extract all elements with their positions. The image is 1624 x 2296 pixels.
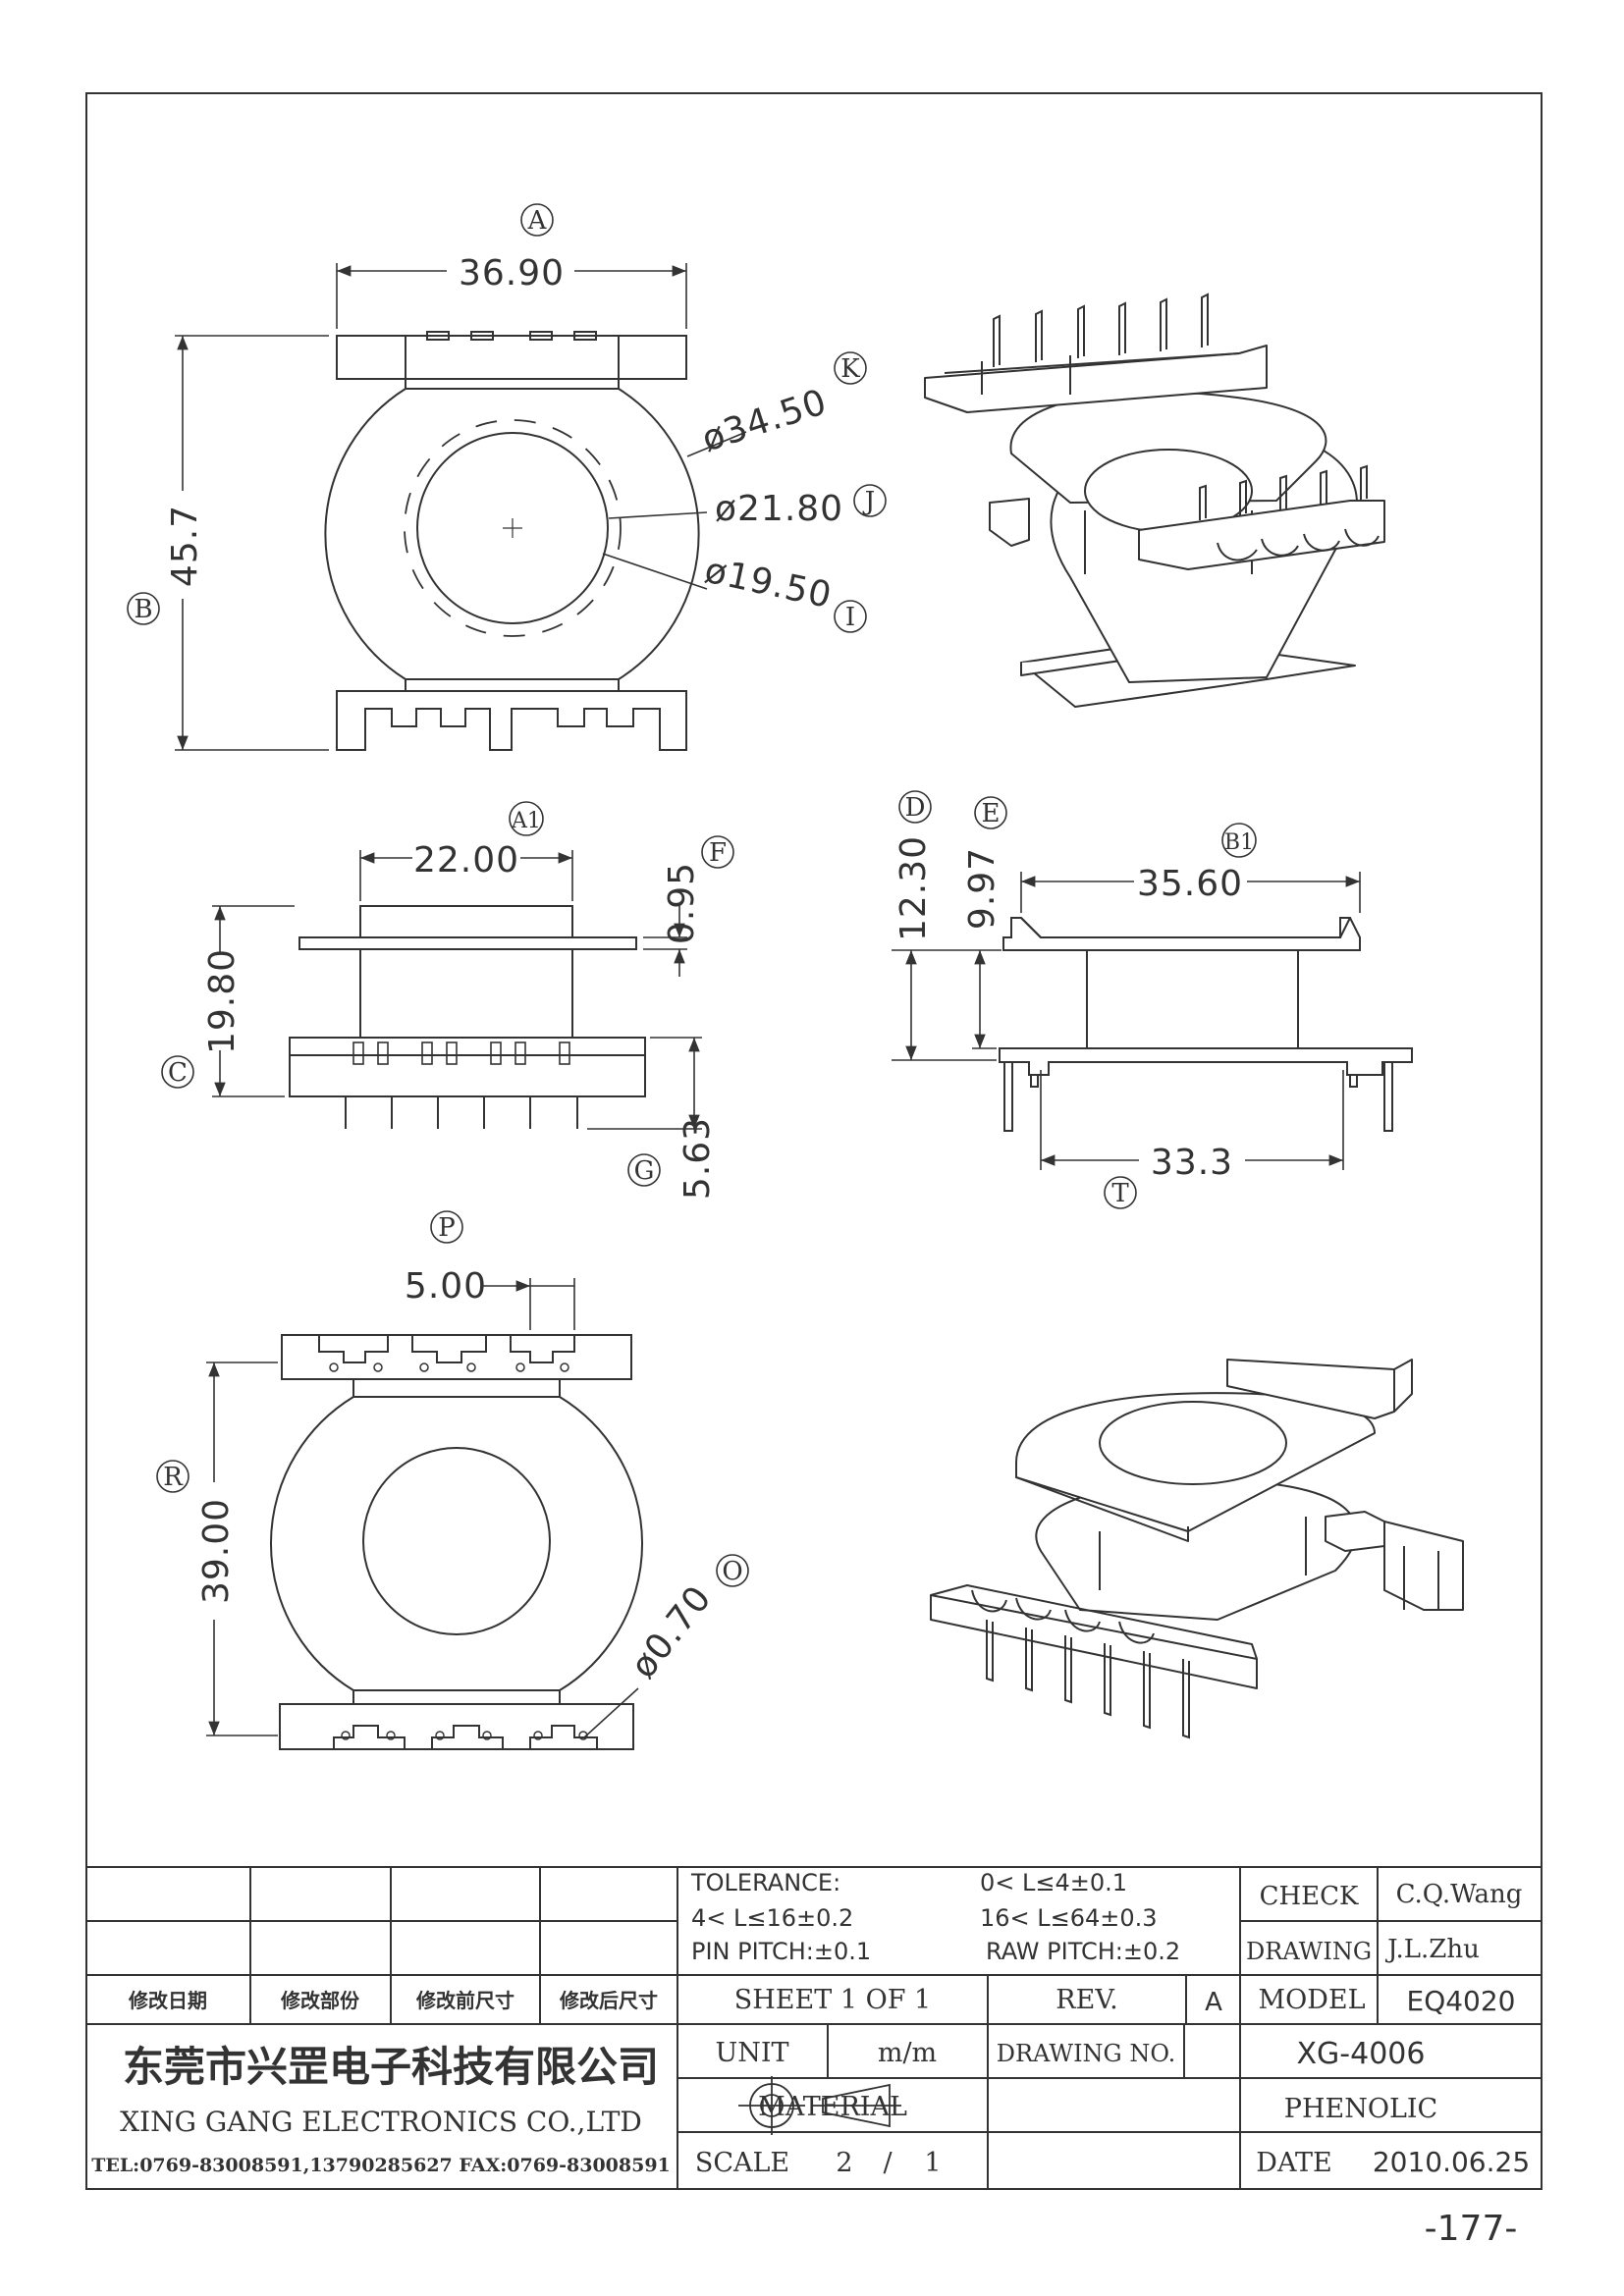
revision-before-label: 修改前尺寸	[415, 1989, 514, 2012]
company-name-en: XING GANG ELECTRONICS CO.,LTD	[120, 2106, 642, 2138]
svg-text:J: J	[862, 487, 875, 516]
bubble-f: F	[701, 835, 734, 869]
bottom-view	[270, 1334, 643, 1750]
drawing-label: DRAWING	[1246, 1938, 1372, 1965]
svg-text:R: R	[163, 1463, 184, 1492]
svg-text:P: P	[438, 1213, 456, 1243]
unit-value: m/m	[878, 2038, 937, 2068]
scale-numerator: 2	[836, 2148, 852, 2178]
dim-a-value: 36.90	[459, 253, 565, 294]
bubble-a: A	[520, 203, 554, 237]
side-view	[999, 917, 1413, 1132]
revision-after-label: 修改后尺寸	[559, 1989, 658, 2012]
scale-separator: /	[883, 2148, 893, 2178]
tolerance-range-3: 16< L≤64±0.3	[980, 1904, 1158, 1932]
projection-symbol-icon	[738, 2076, 901, 2135]
dim-d-value: 12.30	[893, 835, 934, 941]
dim-b-value: 45.7	[165, 505, 205, 587]
dim-b1-value: 35.60	[1137, 864, 1243, 904]
bubble-b1: B1	[1221, 823, 1257, 858]
bubble-e: E	[974, 796, 1007, 829]
company-contact: TEL:0769-83008591,13790285627 FAX:0769-8…	[91, 2155, 671, 2176]
revision-part-label: 修改部份	[280, 1989, 360, 2012]
svg-text:G: G	[634, 1156, 655, 1186]
isometric-view-bottom	[930, 1359, 1464, 1689]
dim-k-value: ø34.50	[697, 382, 832, 460]
tolerance-label: TOLERANCE:	[690, 1869, 840, 1896]
dim-r-value: 39.00	[196, 1498, 237, 1604]
svg-text:C: C	[168, 1058, 188, 1088]
bubble-j: J	[853, 484, 887, 517]
dim-t-value: 33.3	[1151, 1143, 1233, 1183]
svg-text:T: T	[1111, 1179, 1129, 1208]
raw-pitch: RAW PITCH:±0.2	[986, 1938, 1180, 1965]
scale-label: SCALE	[695, 2148, 789, 2178]
bottom-view-dimensions	[206, 1278, 639, 1738]
bubble-o: O	[716, 1554, 749, 1587]
svg-text:A: A	[527, 206, 548, 236]
bubble-d: D	[898, 790, 932, 824]
tolerance-range-1: 0< L≤4±0.1	[980, 1869, 1127, 1896]
model-value: EQ4020	[1407, 1985, 1516, 2017]
drawing-value: J.L.Zhu	[1384, 1935, 1480, 1964]
revision-date-label: 修改日期	[128, 1989, 207, 2012]
date-value: 2010.06.25	[1373, 2146, 1530, 2178]
dim-g-value: 5.63	[677, 1117, 718, 1200]
bubble-a1: A1	[509, 801, 544, 836]
dim-e-value: 9.97	[962, 847, 1002, 930]
svg-text:A1: A1	[511, 809, 541, 833]
isometric-view-top	[924, 345, 1385, 708]
sheet-count: SHEET 1 OF 1	[734, 1985, 931, 2015]
top-view	[324, 331, 700, 751]
drawing-number-label: DRAWING NO.	[997, 2040, 1176, 2067]
dim-p-value: 5.00	[405, 1266, 487, 1307]
material-value: PHENOLIC	[1284, 2094, 1437, 2124]
pin-pitch: PIN PITCH:±0.1	[691, 1938, 871, 1965]
bubble-p: P	[430, 1210, 463, 1244]
title-block-grid	[85, 1866, 1543, 2190]
bubble-g: G	[627, 1153, 661, 1187]
front-view-dimensions	[212, 850, 702, 1130]
dim-j-value: ø21.80	[715, 489, 843, 529]
bubble-i: I	[834, 600, 867, 633]
side-view-dimensions	[892, 872, 1361, 1170]
svg-text:I: I	[845, 603, 855, 632]
front-view	[289, 905, 646, 1129]
rev-label: REV.	[1056, 1985, 1117, 2015]
page-number: -177-	[1425, 2209, 1518, 2249]
date-label: DATE	[1256, 2148, 1331, 2178]
svg-text:O: O	[722, 1557, 742, 1586]
check-label: CHECK	[1260, 1882, 1359, 1911]
svg-text:K: K	[840, 354, 860, 384]
svg-text:D: D	[905, 793, 926, 823]
company-name-cn: 东莞市兴罡电子科技有限公司	[123, 2043, 659, 2091]
bubble-b: B	[127, 592, 160, 625]
bubble-t: T	[1104, 1176, 1137, 1209]
dim-o-value: ø0.70	[623, 1578, 720, 1686]
isometric-top-pins	[993, 293, 1380, 561]
svg-text:E: E	[982, 799, 1001, 828]
drawing-number-value: XG-4006	[1297, 2037, 1426, 2071]
bubble-r: R	[156, 1460, 189, 1493]
svg-text:B: B	[134, 595, 152, 624]
top-view-dimensions	[175, 263, 747, 751]
model-label: MODEL	[1258, 1985, 1365, 2015]
check-value: C.Q.Wang	[1396, 1880, 1523, 1909]
isometric-bottom-pins	[986, 1620, 1190, 1739]
svg-text:F: F	[709, 838, 727, 868]
rev-value: A	[1205, 1988, 1222, 2017]
scale-denominator: 1	[924, 2148, 941, 2178]
dim-a1-value: 22.00	[413, 840, 519, 881]
dim-c-value: 19.80	[202, 948, 243, 1054]
bubble-k: K	[834, 351, 867, 385]
tolerance-range-2: 4< L≤16±0.2	[691, 1904, 853, 1932]
unit-label: UNIT	[715, 2038, 788, 2068]
dim-i-value: ø19.50	[701, 551, 836, 616]
dim-f-value: 0.95	[662, 862, 702, 944]
bubble-c: C	[161, 1055, 194, 1089]
svg-text:B1: B1	[1224, 830, 1254, 855]
